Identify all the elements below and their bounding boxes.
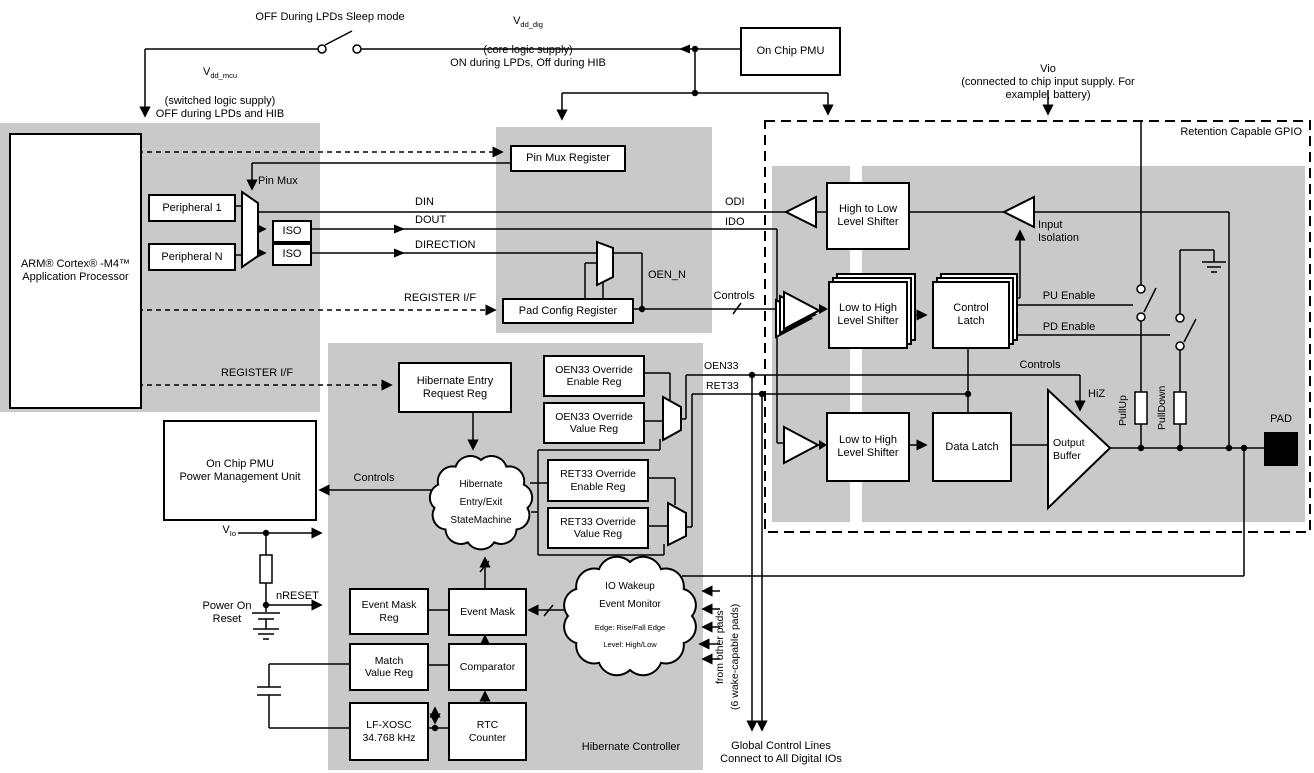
controls-label-mid: Controls — [713, 290, 755, 302]
pd-switch-contact — [1175, 313, 1185, 323]
global-control-lines-label: Global Control Lines Connect to All Digi… — [720, 740, 842, 765]
pd-switch-contact — [1175, 341, 1185, 351]
input-isolation-buffer-icon — [1001, 195, 1035, 229]
iso1-box: ISO — [272, 220, 312, 243]
hibernate-controller-label: Hibernate Controller — [581, 741, 681, 753]
hibernate-cloud-label: Hibernate Entry/Exit StateMachine — [450, 479, 512, 526]
arm-processor-box: ARM® Cortex® -M4™ Application Processor — [9, 133, 142, 409]
oen-mux-shape — [596, 240, 614, 287]
controls-label-pmu: Controls — [353, 472, 395, 484]
pad-config-register-box: Pad Config Register — [502, 298, 634, 324]
dout-label: DOUT — [415, 214, 447, 226]
crystal-cap-icon — [257, 663, 349, 729]
pad-square — [1264, 432, 1298, 466]
pu-enable-label: PU Enable — [1042, 290, 1096, 302]
pin-mux-label: Pin Mux — [258, 175, 298, 187]
oen33-mux-shape — [662, 395, 682, 442]
oen33-override-enable-box: OEN33 Override Enable Reg — [543, 355, 645, 397]
junction-dots — [262, 45, 1248, 732]
event-mask-reg-box: Event Mask Reg — [349, 588, 429, 635]
lf-xosc-box: LF-XOSC 34.768 kHz — [349, 702, 429, 761]
io-wakeup-edge-label: Edge: Rise/Fall Edge — [594, 623, 666, 632]
pmu-unit-box: On Chip PMU Power Management Unit — [163, 420, 317, 521]
register-if-label-1: REGISTER I/F — [403, 292, 477, 304]
pulldown-resistor — [1173, 391, 1187, 425]
ret33-override-enable-box: RET33 Override Enable Reg — [547, 459, 649, 502]
direction-label: DIRECTION — [415, 239, 476, 251]
pu-switch-contact — [1136, 312, 1146, 322]
pin-mux-shape — [241, 190, 259, 269]
pullup-label: PullUp — [1117, 395, 1129, 426]
retention-gpio-title: Retention Capable GPIO — [1180, 126, 1302, 138]
io-wakeup-cloud — [563, 555, 697, 677]
ret33-label: RET33 — [706, 380, 739, 392]
vdd-mcu-sym: Vdd_mcu — [202, 66, 238, 81]
controls-buffer-stack — [783, 290, 822, 331]
control-latch-stack-box: Control Latch — [932, 281, 1010, 349]
high-to-low-shifter-box: High to Low Level Shifter — [826, 182, 910, 250]
pmu-top-box: On Chip PMU — [740, 27, 841, 76]
controls-label-gpio: Controls — [1019, 359, 1061, 371]
match-value-reg-box: Match Value Reg — [349, 643, 429, 691]
din-label: DIN — [415, 196, 434, 208]
data-buffer-icon — [783, 425, 821, 465]
sleep-switch-contact — [352, 44, 362, 54]
oen33-label: OEN33 — [704, 360, 739, 372]
odi-buffer-icon — [783, 195, 817, 229]
nreset-label: nRESET — [276, 590, 319, 602]
vdd-dig-label: Vdd_dig (core logic supply)ON during LPD… — [450, 15, 606, 70]
from-other-pads-label: from other pads — [714, 610, 726, 684]
io-wakeup-cloud-label: IO Wakeup Event Monitor — [599, 581, 661, 610]
pu-switch-contact — [1136, 284, 1146, 294]
vdd-dig-sym: Vdd_dig — [513, 15, 543, 30]
oen33-override-value-box: OEN33 Override Value Reg — [543, 402, 645, 444]
v-io-label: VIo — [222, 524, 236, 539]
pin-mux-register-box: Pin Mux Register — [510, 145, 626, 172]
ido-label: IDO — [725, 216, 745, 228]
vio-resistor — [259, 554, 273, 584]
pad-label: PAD — [1270, 413, 1292, 425]
rtc-counter-box: RTC Counter — [448, 702, 527, 761]
oen-n-label: OEN_N — [648, 269, 686, 281]
ret33-override-value-box: RET33 Override Value Reg — [547, 507, 649, 549]
input-isolation-label: Input Isolation — [1038, 219, 1079, 244]
event-mask-box: Event Mask — [448, 588, 527, 636]
peripheral1-box: Peripheral 1 — [148, 194, 236, 222]
off-during-lpds-label: OFF During LPDs Sleep mode — [255, 11, 405, 23]
hibernate-statemachine-cloud — [428, 455, 534, 551]
power-on-reset-battery-icon — [252, 605, 280, 640]
hibernate-entry-request-box: Hibernate Entry Request Reg — [398, 362, 512, 413]
odi-label: ODI — [725, 196, 745, 208]
power-on-reset-label: Power On Reset — [202, 600, 252, 625]
gpio-dashed-border — [764, 120, 1311, 533]
output-buffer-shape — [1047, 387, 1112, 511]
register-if-label-2: REGISTER I/F — [220, 367, 294, 379]
wake-capable-pads-label: (6 wake-capable pads) — [729, 603, 741, 710]
comparator-box: Comparator — [448, 643, 527, 691]
sleep-switch-contact — [317, 44, 327, 54]
pullup-resistor — [1134, 391, 1148, 425]
pulldown-label: PullDown — [1156, 385, 1168, 430]
sleep-switch-blade — [324, 30, 353, 46]
iso2-box: ISO — [272, 243, 312, 266]
peripheralN-box: Peripheral N — [148, 243, 236, 271]
low-to-high-shifter2-box: Low to High Level Shifter — [826, 412, 910, 482]
hiz-label: HiZ — [1088, 388, 1106, 400]
pd-enable-label: PD Enable — [1042, 321, 1096, 333]
ground-icon — [1180, 249, 1226, 273]
io-wakeup-level-label: Level: High/Low — [603, 640, 657, 649]
output-buffer-label: Output Buffer — [1053, 437, 1085, 462]
data-latch-box: Data Latch — [932, 412, 1012, 482]
ret33-mux-shape — [667, 501, 687, 547]
low-to-high-shifter-stack-box: Low to High Level Shifter — [828, 281, 908, 349]
vdd-mcu-label: Vdd_mcu (switched logic supply)OFF durin… — [155, 66, 285, 121]
